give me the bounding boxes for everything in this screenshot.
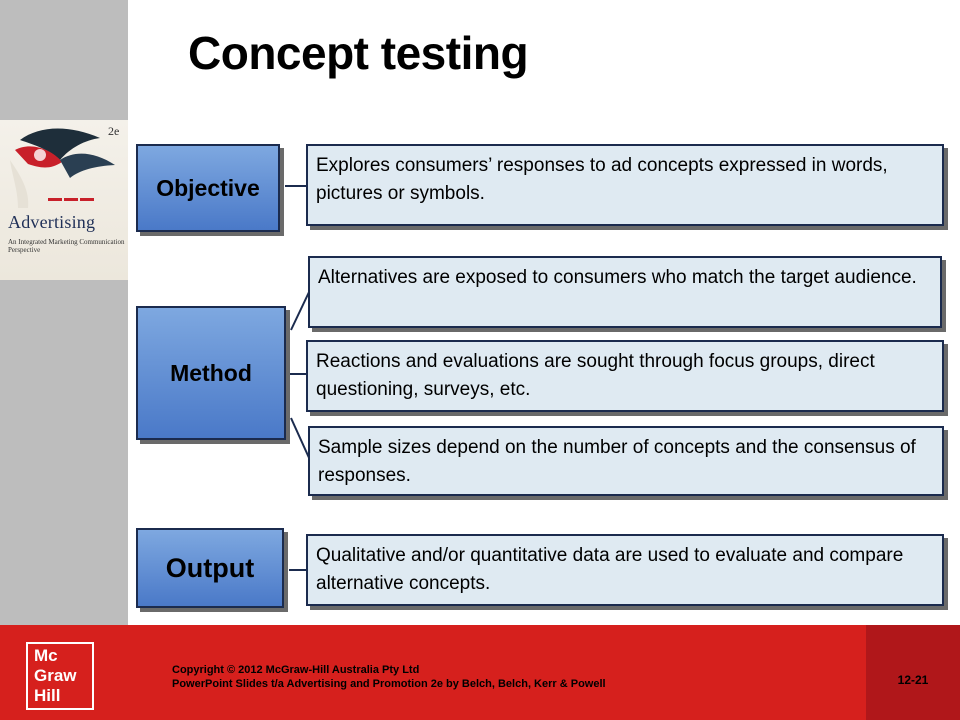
left-side-bar bbox=[0, 0, 128, 625]
slide-number: 12-21 bbox=[897, 673, 929, 687]
logo-line-3: Hill bbox=[34, 686, 61, 705]
method-connector-bottom bbox=[290, 417, 311, 461]
output-point-1-text: Qualitative and/or quantitative data are… bbox=[316, 545, 904, 594]
method-point-2: Reactions and evaluations are sought thr… bbox=[306, 340, 944, 412]
method-label: Method bbox=[136, 306, 286, 440]
objective-label-text: Objective bbox=[156, 174, 260, 201]
cover-edition: 2e bbox=[108, 124, 120, 138]
cover-title: Advertising bbox=[8, 212, 96, 232]
method-point-3: Sample sizes depend on the number of con… bbox=[308, 426, 944, 496]
method-point-2-text: Reactions and evaluations are sought thr… bbox=[316, 351, 875, 400]
copyright-line-1: Copyright © 2012 McGraw-Hill Australia P… bbox=[172, 664, 420, 676]
book-cover-image: 2e Advertising An Integrated Marketing C… bbox=[0, 120, 128, 280]
output-point-1: Qualitative and/or quantitative data are… bbox=[306, 534, 944, 606]
copyright-line-2: PowerPoint Slides t/a Advertising and Pr… bbox=[172, 678, 606, 690]
page-title: Concept testing bbox=[188, 27, 529, 79]
cover-artwork bbox=[10, 128, 115, 208]
copyright-notice: Copyright © 2012 McGraw-Hill Australia P… bbox=[172, 663, 606, 691]
output-label-text: Output bbox=[165, 552, 255, 583]
connector-lines bbox=[285, 185, 311, 571]
objective-point-1: Explores consumers’ responses to ad conc… bbox=[306, 144, 944, 226]
footer-bar: Mc Graw Hill Copyright © 2012 McGraw-Hil… bbox=[0, 625, 960, 720]
cover-subtitle: An Integrated Marketing Communication Pe… bbox=[8, 238, 125, 254]
objective-point-1-text: Explores consumers’ responses to ad conc… bbox=[316, 155, 888, 204]
footer-right-panel bbox=[866, 625, 960, 720]
mcgraw-hill-logo: Mc Graw Hill bbox=[26, 642, 94, 710]
method-connector-top bbox=[290, 289, 311, 331]
objective-label: Objective bbox=[136, 144, 280, 232]
method-point-1-text: Alternatives are exposed to consumers wh… bbox=[318, 267, 917, 288]
method-point-1: Alternatives are exposed to consumers wh… bbox=[308, 256, 942, 328]
output-label: Output bbox=[136, 528, 284, 608]
method-point-3-text: Sample sizes depend on the number of con… bbox=[318, 437, 916, 486]
logo-line-1: Mc bbox=[34, 646, 58, 665]
method-label-text: Method bbox=[170, 359, 252, 386]
logo-line-2: Graw bbox=[34, 666, 77, 685]
